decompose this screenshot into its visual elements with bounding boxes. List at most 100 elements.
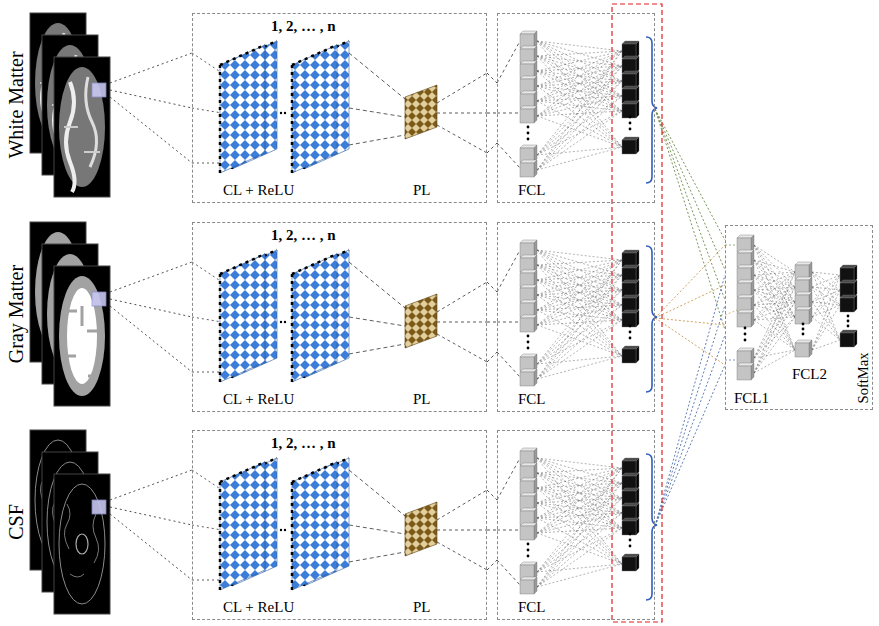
- connector: [655, 109, 725, 330]
- connection-line: [537, 458, 622, 528]
- pooled-map: [405, 294, 437, 348]
- connection-line: [537, 564, 622, 587]
- ellipsis-dot: [847, 325, 850, 328]
- connection-line: [537, 305, 622, 379]
- neuron-cube-side: [534, 448, 537, 465]
- neuron-cube-side: [809, 262, 812, 279]
- neuron-cube-side: [751, 295, 754, 312]
- neuron-cube-side: [809, 277, 812, 294]
- neuron-cube-side: [534, 255, 537, 272]
- mri-slice: [54, 266, 110, 406]
- neuron-cube: [737, 313, 751, 327]
- connection-line: [812, 275, 840, 287]
- connector: [487, 490, 497, 570]
- connection-line: [537, 356, 622, 364]
- neuron-cube-side: [534, 478, 537, 495]
- connection-line: [754, 350, 795, 358]
- connection-line: [537, 71, 622, 147]
- connection-line: [537, 116, 622, 147]
- connection-line: [754, 305, 795, 350]
- connection-line: [537, 290, 622, 379]
- connection-line: [437, 530, 487, 531]
- mri-slice-stack: White Matter: [30, 13, 110, 198]
- neuron-cube-side: [534, 160, 537, 177]
- branch-illustration: [30, 222, 657, 406]
- neuron-cube-side: [751, 310, 754, 327]
- fc-layer-block: FCL: [497, 13, 655, 203]
- neuron-cube: [840, 333, 854, 347]
- connection-line: [537, 513, 622, 533]
- connection-line: [537, 111, 622, 116]
- connection-line: [537, 468, 622, 473]
- connection-line: [537, 51, 622, 116]
- connection-line: [754, 272, 795, 275]
- connection-line: [537, 458, 622, 564]
- connection-line: [754, 272, 795, 358]
- connection-line: [537, 101, 622, 147]
- neuron-cube-side: [534, 61, 537, 78]
- connection-line: [497, 250, 520, 292]
- connector: [110, 470, 192, 580]
- neuron-cube-side: [751, 265, 754, 282]
- feature-map-edge: [292, 462, 337, 590]
- neuron-cube-side: [751, 363, 754, 380]
- neuron-cube-side: [534, 106, 537, 123]
- connection-line: [537, 250, 622, 320]
- feature-map-edge: [220, 254, 265, 382]
- neuron-cube: [622, 313, 636, 327]
- brain-outline: [59, 67, 105, 187]
- connection-line: [812, 290, 840, 317]
- connection-line: [537, 483, 622, 587]
- connection-line: [192, 470, 222, 490]
- connection-line: [754, 260, 795, 317]
- connection-line: [192, 525, 222, 530]
- connection-line: [537, 96, 622, 170]
- neuron-cube: [520, 372, 534, 386]
- connection-line: [537, 320, 622, 379]
- brain-outline: [59, 276, 105, 396]
- pooled-map: [405, 502, 437, 556]
- neuron-cube-side: [534, 31, 537, 48]
- ellipsis-dot: [629, 539, 632, 542]
- connection-line: [537, 458, 622, 498]
- classifier-illustration: [725, 235, 857, 380]
- ellipsis-dot: [847, 315, 850, 318]
- connection-line: [754, 305, 795, 317]
- ellipsis-dot: [802, 323, 805, 326]
- connection-line: [537, 147, 622, 170]
- layer-label: FCL: [518, 182, 546, 199]
- connection-line: [497, 41, 520, 83]
- connection-line: [537, 96, 622, 116]
- neuron-cube-side: [809, 307, 812, 324]
- ellipsis-dot: [629, 122, 632, 125]
- ellipsis-dot: [527, 341, 530, 344]
- neuron-cube: [840, 298, 854, 312]
- neuron-cube: [622, 349, 636, 363]
- connection-line: [349, 53, 405, 99]
- connection-line: [537, 473, 622, 483]
- neuron-cube-side: [534, 285, 537, 302]
- white-matter-region: [66, 82, 75, 192]
- ellipsis-dot: [629, 325, 632, 328]
- connection-line: [437, 125, 487, 153]
- branch-illustration: [30, 13, 657, 197]
- connection-line: [537, 356, 622, 379]
- connection-line: [754, 350, 795, 373]
- mri-slice-stack: CSF: [30, 430, 110, 615]
- connection-line: [437, 322, 487, 323]
- connection-line: [812, 272, 840, 340]
- connection-line: [537, 483, 622, 533]
- connection-line: [537, 250, 622, 356]
- connection-line: [754, 245, 795, 272]
- layer-label: SoftMax: [855, 353, 872, 404]
- connection-line: [812, 272, 840, 290]
- neuron-cube-side: [854, 295, 857, 312]
- connection-line: [437, 542, 487, 570]
- connection-line: [537, 533, 622, 564]
- connection-line: [754, 275, 795, 317]
- connection-line: [497, 322, 520, 323]
- conv-pool-block: 1, 2, … , nCL + ReLUPL: [192, 222, 487, 412]
- connection-line: [725, 310, 737, 315]
- connection-line: [754, 287, 795, 305]
